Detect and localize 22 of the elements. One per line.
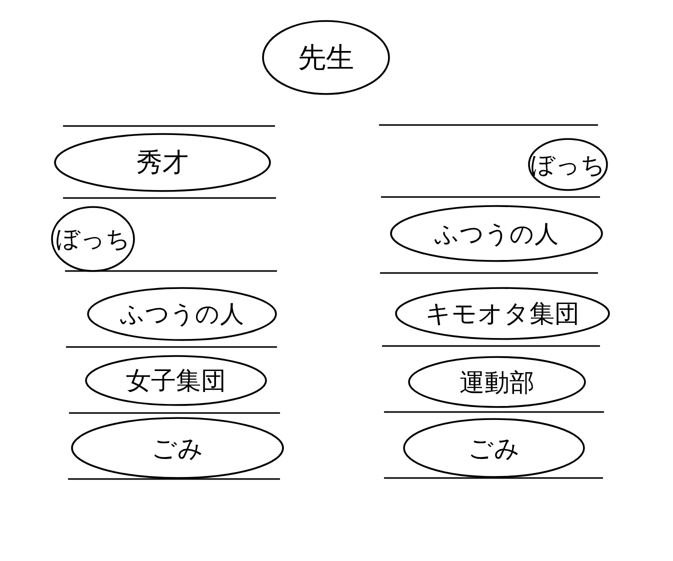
ellipse-node — [262, 20, 390, 95]
node-label: キモオタ集団 — [426, 301, 580, 326]
ellipse-node — [408, 356, 586, 408]
ellipse-node — [87, 287, 277, 341]
node-label: ふつうの人 — [434, 222, 558, 246]
ellipse-node — [85, 355, 267, 406]
ellipse-node — [51, 206, 135, 272]
node-label: ふつうの人 — [120, 302, 244, 326]
ellipse-node — [528, 138, 608, 191]
node-label: ぼっち — [56, 227, 130, 251]
node-label: ごみ — [152, 436, 204, 460]
node-label: 運動部 — [460, 370, 534, 394]
node-label: 秀才 — [136, 150, 188, 176]
node-label: ぼっち — [530, 152, 606, 176]
ellipse-node — [403, 418, 585, 478]
ellipse-node — [71, 417, 284, 479]
ellipse-node — [54, 133, 271, 192]
ellipse-node — [395, 287, 610, 340]
node-label: ごみ — [468, 436, 520, 460]
ellipse-node — [390, 205, 603, 262]
node-label: 女子集団 — [126, 368, 226, 393]
node-label: 先生 — [298, 44, 354, 72]
